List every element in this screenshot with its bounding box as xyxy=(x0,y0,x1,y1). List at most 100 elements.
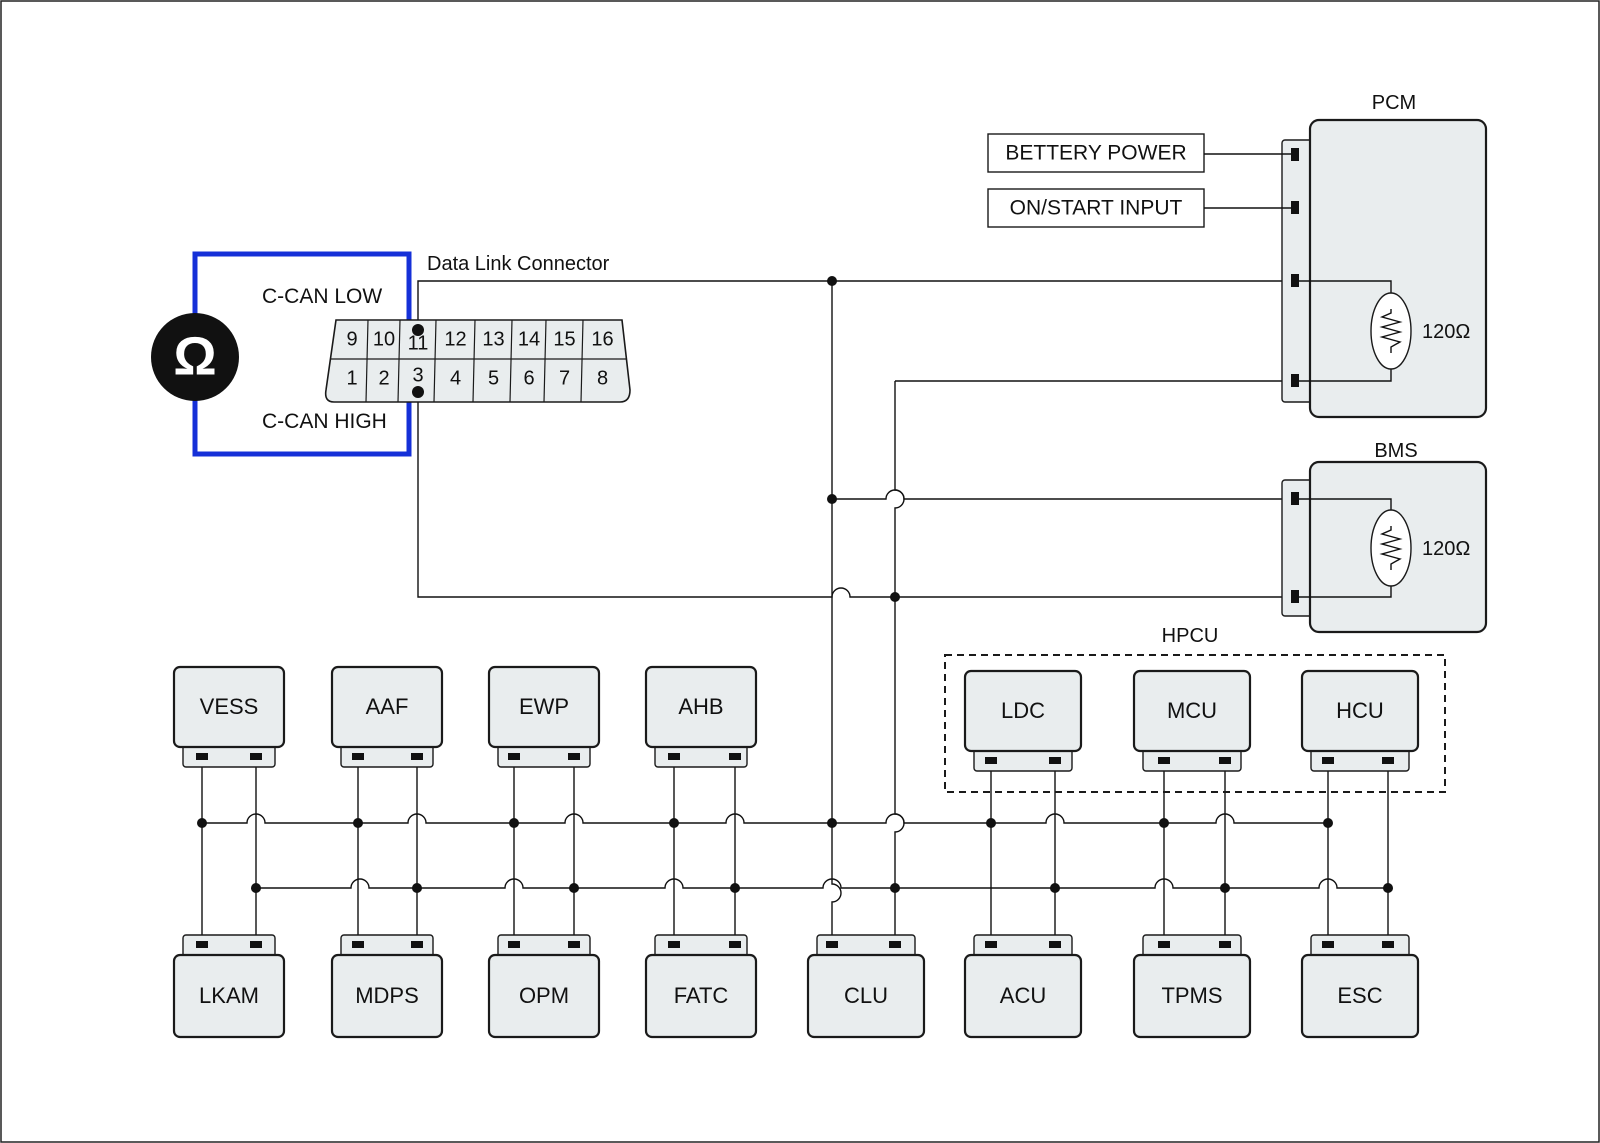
ldc-body xyxy=(963,669,1083,753)
dlc-pin-4: 4 xyxy=(450,367,461,389)
acu-pin-2 xyxy=(1049,941,1061,948)
clu-pin-1 xyxy=(826,941,838,948)
ldc-pin-2 xyxy=(1049,757,1061,764)
lkam-label: LKAM xyxy=(199,983,259,1008)
lkam-pin-1 xyxy=(196,941,208,948)
clu-pin-2 xyxy=(889,941,901,948)
dlc-pin-2: 2 xyxy=(378,367,389,389)
ahb-pin-1 xyxy=(668,753,680,760)
esc-label: ESC xyxy=(1337,983,1382,1008)
low-vertical-bus xyxy=(831,281,842,940)
dlc-pin-16: 16 xyxy=(591,328,613,350)
dlc-pin-11: 11 xyxy=(408,332,429,354)
aaf-pin-2 xyxy=(411,753,423,760)
acu-pin-1 xyxy=(985,941,997,948)
dlc-pin-8: 8 xyxy=(597,367,608,389)
tpms-body xyxy=(1132,953,1252,1039)
ohm-symbol: Ω xyxy=(173,326,216,386)
lkam-body xyxy=(172,953,286,1039)
drop-wires-hpcu xyxy=(990,770,1389,888)
module-tpms: TPMS xyxy=(1132,934,1252,1039)
pcm-resistor-icon xyxy=(1379,309,1403,353)
drop-wires-upper xyxy=(201,766,736,888)
high-horizontal-bus xyxy=(256,878,1388,889)
dlc-pin-15: 15 xyxy=(553,328,575,350)
mdps-label: MDPS xyxy=(355,983,419,1008)
c-can-high-label: C-CAN HIGH xyxy=(262,410,387,433)
opm-label: OPM xyxy=(519,983,569,1008)
mcu-label: MCU xyxy=(1167,698,1217,723)
vess-label: VESS xyxy=(200,694,259,719)
clu-label: CLU xyxy=(844,983,888,1008)
ahb-body xyxy=(644,665,758,749)
meter-low-lead xyxy=(192,251,412,330)
esc-pin-2 xyxy=(1382,941,1394,948)
ldc-label: LDC xyxy=(1001,698,1045,723)
battery-power-box xyxy=(987,133,1205,173)
pcm-module: PCM BETTERY POWER ON/START INPUT 120Ω xyxy=(987,92,1488,419)
mcu-pin-1 xyxy=(1158,757,1170,764)
dlc-pin-5: 5 xyxy=(488,367,499,389)
hpcu-group: HPCU xyxy=(944,625,1446,793)
tpms-pin-2 xyxy=(1219,941,1231,948)
pcm-resistor-value: 120Ω xyxy=(1422,321,1470,343)
dlc-pin-14: 14 xyxy=(518,328,540,350)
module-mdps: MDPS xyxy=(330,934,444,1039)
vess-pin-2 xyxy=(250,753,262,760)
esc-body xyxy=(1300,953,1420,1039)
aaf-label: AAF xyxy=(366,694,409,719)
lkam-pin-2 xyxy=(250,941,262,948)
bms-resistor-value: 120Ω xyxy=(1422,538,1470,560)
can-low-dlc-wire xyxy=(417,280,1295,330)
module-opm: OPM xyxy=(487,934,601,1039)
bms-title: BMS xyxy=(1374,440,1417,462)
ldc-pin-1 xyxy=(985,757,997,764)
wiring xyxy=(197,276,1393,940)
opm-pin-1 xyxy=(508,941,520,948)
ohmmeter: Ω C-CAN LOW C-CAN HIGH xyxy=(151,251,412,457)
opm-pin-2 xyxy=(568,941,580,948)
pcm-terminator-ellipse xyxy=(1370,292,1412,370)
dlc-pin-1: 1 xyxy=(346,367,357,389)
dlc-pin-13: 13 xyxy=(482,328,504,350)
hcu-pin-2 xyxy=(1382,757,1394,764)
fatc-pin-2 xyxy=(729,941,741,948)
esc-pin-1 xyxy=(1322,941,1334,948)
bms-terminator-ellipse xyxy=(1370,509,1412,587)
ewp-pin-2 xyxy=(568,753,580,760)
ewp-label: EWP xyxy=(519,694,569,719)
fatc-body xyxy=(644,953,758,1039)
pcm-title: PCM xyxy=(1372,92,1416,114)
dlc-body xyxy=(324,319,631,403)
module-vess: VESS xyxy=(172,665,286,768)
mcu-pin-2 xyxy=(1219,757,1231,764)
battery-power-label: BETTERY POWER xyxy=(1005,142,1186,165)
hpcu-boundary xyxy=(944,654,1446,793)
dlc-pin-3: 3 xyxy=(412,364,423,386)
module-aaf: AAF xyxy=(330,665,444,768)
hcu-pin-1 xyxy=(1322,757,1334,764)
dlc-pin-3-dot xyxy=(412,386,424,398)
vess-pin-1 xyxy=(196,753,208,760)
drop-wires-lower xyxy=(201,823,1389,940)
on-start-input-box xyxy=(987,188,1205,228)
hcu-label: HCU xyxy=(1336,698,1384,723)
bms-low-wire xyxy=(832,489,1295,500)
dlc-title: Data Link Connector xyxy=(427,253,610,275)
module-fatc: FATC xyxy=(644,934,758,1039)
clu-body xyxy=(806,953,926,1039)
ohm-meter-icon xyxy=(151,313,239,401)
pcm-body xyxy=(1308,118,1488,419)
aaf-pin-1 xyxy=(352,753,364,760)
acu-label: ACU xyxy=(1000,983,1046,1008)
module-lkam: LKAM xyxy=(172,934,286,1039)
dlc-pin-6: 6 xyxy=(523,367,534,389)
module-hcu: HCU xyxy=(1300,669,1420,772)
on-start-input-label: ON/START INPUT xyxy=(1010,197,1183,220)
vess-body xyxy=(172,665,286,749)
module-acu: ACU xyxy=(963,934,1083,1039)
acu-body xyxy=(963,953,1083,1039)
